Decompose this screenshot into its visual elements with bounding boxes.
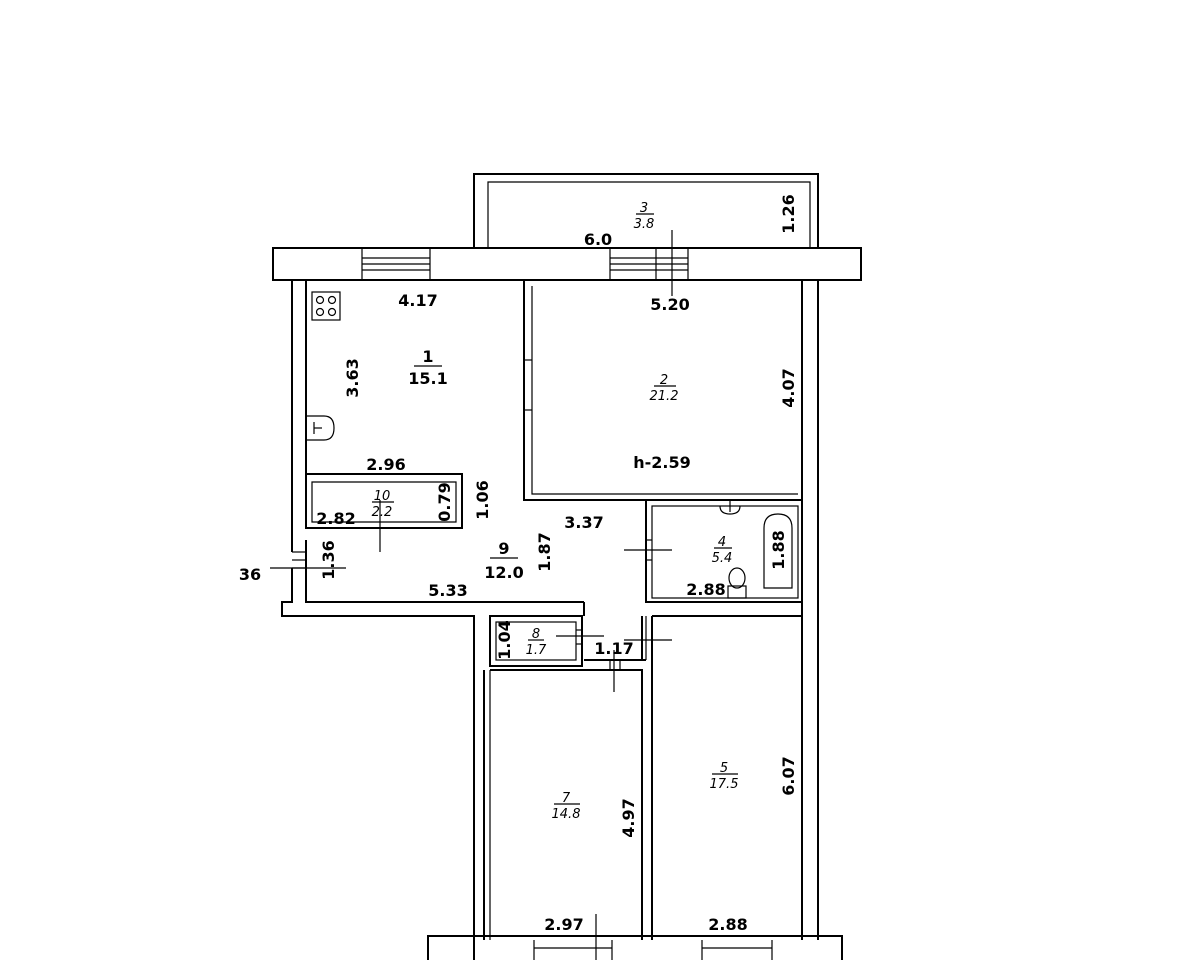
- dim-entry-side: 36: [239, 565, 261, 584]
- dim-hall-depth-b: 1.87: [535, 532, 554, 571]
- storage-room-8: [489, 615, 604, 667]
- bottom-exterior-wall: [427, 914, 843, 960]
- room-8-label: 8 1.7: [526, 627, 547, 658]
- svg-text:15.1: 15.1: [408, 369, 447, 388]
- dim-hall-width-a: 3.37: [564, 513, 603, 532]
- room-5-label: 5 17.5: [710, 761, 739, 792]
- dim-room-1-width: 4.17: [398, 291, 437, 310]
- top-exterior-wall: [272, 247, 862, 281]
- svg-text:12.0: 12.0: [484, 563, 523, 582]
- dim-bath-depth: 1.88: [769, 530, 788, 569]
- svg-text:17.5: 17.5: [710, 777, 739, 792]
- dim-entry-depth: 1.36: [319, 540, 338, 579]
- bathtub-icon: [763, 513, 793, 589]
- dim-room-1-bottom: 2.96: [366, 455, 405, 474]
- room-7-label: 7 14.8: [552, 791, 581, 822]
- svg-text:3.8: 3.8: [634, 217, 655, 232]
- dim-room-7-width: 2.97: [544, 915, 583, 934]
- svg-text:1: 1: [422, 347, 433, 366]
- dim-room-5-width: 2.88: [708, 915, 747, 934]
- svg-text:21.2: 21.2: [650, 389, 679, 404]
- room-9-label: 9 12.0: [484, 539, 523, 582]
- balcony: [473, 173, 819, 296]
- bathroom-walls: [624, 499, 803, 603]
- dim-corridor-width: 1.17: [594, 639, 633, 658]
- dim-room-1-height: 3.63: [343, 358, 362, 397]
- room-1-label: 1 15.1: [408, 347, 447, 388]
- room-7-walls: [483, 669, 643, 940]
- dim-room-10-width: 2.82: [316, 509, 355, 528]
- dim-room-10-depth: 0.79: [435, 482, 454, 521]
- svg-text:5.4: 5.4: [712, 551, 733, 566]
- svg-text:2.2: 2.2: [372, 505, 393, 520]
- room-3-label: 3 3.8: [634, 201, 655, 232]
- washbasin-icon: [719, 500, 741, 515]
- svg-text:8: 8: [532, 627, 540, 642]
- svg-text:10: 10: [374, 489, 391, 504]
- right-exterior-wall: [801, 280, 819, 940]
- room-2-label: 2 21.2: [650, 373, 679, 404]
- dim-hall-depth-a: 1.06: [473, 480, 492, 519]
- dim-balcony-length: 6.0: [584, 230, 612, 249]
- svg-text:3: 3: [640, 201, 648, 216]
- svg-text:1.7: 1.7: [526, 643, 547, 658]
- dim-room-2-height: 4.07: [779, 368, 798, 407]
- room-4-label: 4 5.4: [712, 535, 733, 566]
- dim-bath-width: 2.88: [686, 580, 725, 599]
- left-exterior-wall: [270, 280, 584, 960]
- dim-balcony-depth: 1.26: [779, 194, 798, 233]
- svg-text:14.8: 14.8: [552, 807, 581, 822]
- corridor-walls: [583, 602, 672, 692]
- dim-room-5-height: 6.07: [779, 756, 798, 795]
- sink-icon: [306, 415, 335, 441]
- window-kitchen: [361, 248, 431, 280]
- dim-room-8-depth: 1.04: [495, 620, 514, 659]
- kitchen-walls: [305, 473, 463, 552]
- dim-room-7-height: 4.97: [619, 798, 638, 837]
- svg-text:5: 5: [720, 761, 728, 776]
- room-10-label: 10 2.2: [372, 489, 394, 520]
- room-5-walls: [651, 615, 802, 940]
- stove-icon: [311, 291, 341, 321]
- ceiling-height-label: h-2.59: [633, 453, 691, 472]
- svg-text:2: 2: [660, 373, 668, 388]
- svg-text:4: 4: [718, 535, 726, 550]
- svg-text:7: 7: [562, 791, 571, 806]
- svg-text:9: 9: [498, 539, 509, 558]
- dim-room-2-width: 5.20: [650, 295, 689, 314]
- toilet-icon: [727, 567, 747, 599]
- window-room-2: [609, 248, 689, 280]
- dim-hall-width-b: 5.33: [428, 581, 467, 600]
